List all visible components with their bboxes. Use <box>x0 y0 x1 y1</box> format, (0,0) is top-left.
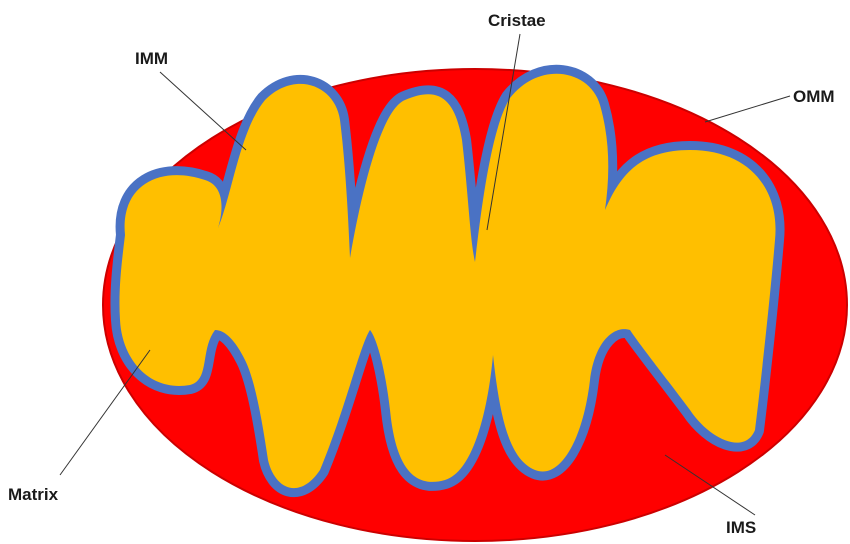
omm-leader-line <box>705 96 790 122</box>
cristae-label: Cristae <box>488 11 546 30</box>
imm-leader-line <box>160 72 246 150</box>
ims-label: IMS <box>726 518 756 537</box>
matrix-leader-line <box>60 350 150 475</box>
imm-label: IMM <box>135 49 168 68</box>
matrix-label: Matrix <box>8 485 59 504</box>
omm-label: OMM <box>793 87 835 106</box>
